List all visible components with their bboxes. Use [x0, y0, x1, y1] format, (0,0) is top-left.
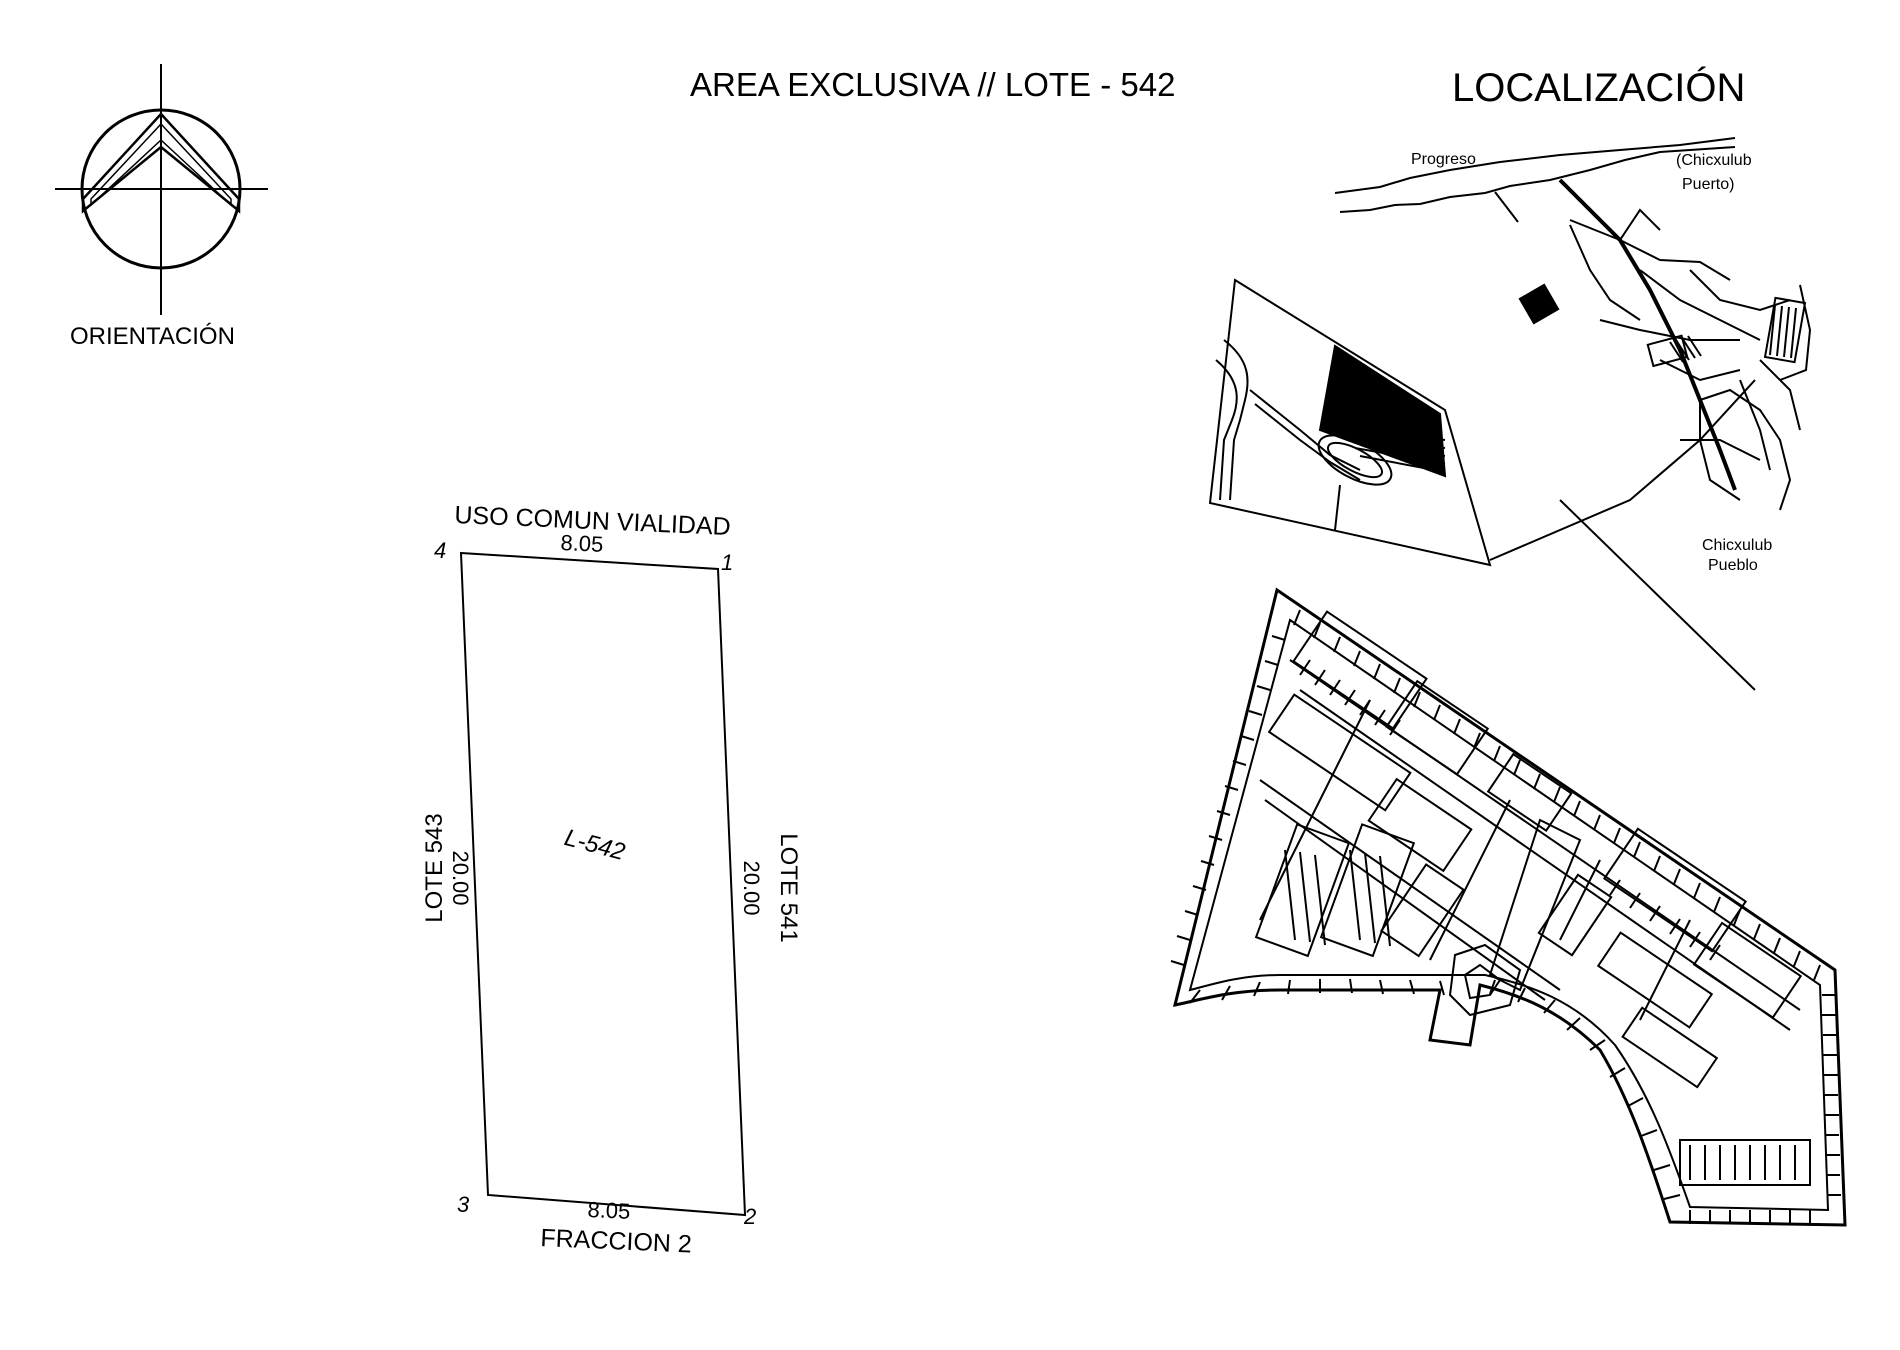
map-label-chicxulub-puerto-1: (Chicxulub — [1676, 152, 1752, 169]
north-arrow-icon — [55, 64, 268, 315]
orientation-label: ORIENTACIÓN — [70, 323, 235, 350]
right-neighbor-label: LOTE 541 — [775, 833, 802, 943]
lot-outline — [459, 551, 747, 1217]
bottom-boundary-label: FRACCION 2 — [539, 1224, 693, 1259]
vertex-label-2: 2 — [744, 1204, 757, 1229]
sheet-title: AREA EXCLUSIVA // LOTE - 542 — [690, 66, 1176, 103]
map-label-chicxulub-puerto-2: Puerto) — [1682, 176, 1735, 193]
bottom-dimension: 8.05 — [586, 1197, 631, 1224]
vertex-label-3: 3 — [457, 1192, 470, 1217]
location-title: LOCALIZACIÓN — [1452, 66, 1746, 110]
left-neighbor-label: LOTE 543 — [421, 813, 448, 923]
map-label-progreso: Progreso — [1411, 151, 1476, 168]
vertex-label-4: 4 — [434, 538, 447, 563]
subdivision-plan — [1170, 587, 1847, 1227]
vertex-label-1: 1 — [721, 550, 734, 575]
right-dimension: 20.00 — [739, 860, 764, 916]
map-label-chicxulub-pueblo-2: Pueblo — [1708, 557, 1758, 574]
regional-map — [1334, 137, 1812, 691]
left-dimension: 20.00 — [448, 850, 473, 906]
top-dimension: 8.05 — [559, 530, 604, 557]
map-label-chicxulub-pueblo-1: Chicxulub — [1702, 537, 1773, 554]
zoom-inset — [1208, 278, 1492, 567]
